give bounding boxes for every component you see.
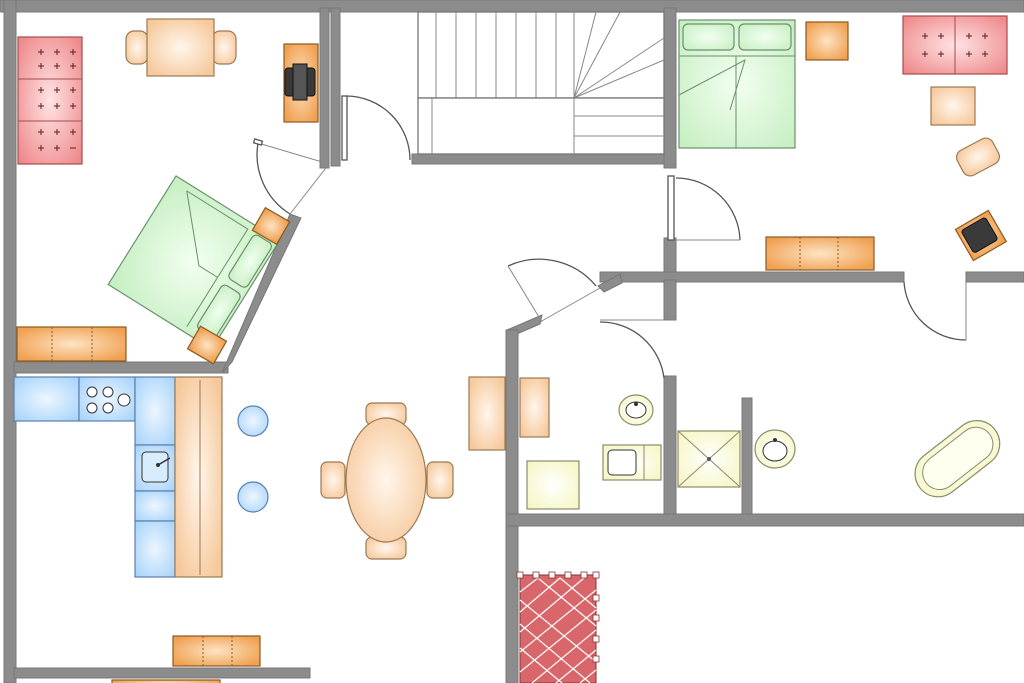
door-hall[interactable] (507, 258, 601, 323)
door-bedroom2[interactable] (667, 175, 741, 241)
kitchen-counter (134, 376, 176, 446)
bar-stool-icon (237, 405, 269, 437)
washing-machine-icon (526, 460, 580, 510)
wall-hall-right (505, 329, 519, 683)
kitchen-counter (134, 520, 176, 578)
door-swing-icon (903, 281, 967, 341)
wall-bath-bottom (505, 513, 1024, 527)
armchair-icon (468, 376, 550, 451)
wall-shower (741, 397, 753, 519)
staircase-icon (417, 11, 665, 155)
nightstand-icon (186, 206, 291, 365)
door-swing-icon (599, 321, 665, 379)
wall-bath-divider (663, 375, 677, 519)
wall-bedroom1-stairs (319, 7, 330, 169)
room-kitchen (13, 376, 269, 683)
telephone-icon (954, 209, 1008, 262)
door-swing-icon (675, 177, 741, 241)
stove-icon (78, 376, 136, 422)
kitchen-counter (13, 376, 80, 422)
outer-wall-top (0, 0, 1024, 13)
dining-table-icon (320, 402, 454, 560)
doors (252, 95, 967, 379)
door-bathroom1[interactable] (599, 319, 665, 379)
wall-stairs-right (663, 7, 677, 169)
bar-stool-icon (237, 481, 269, 513)
wall-bath-divider-top (663, 279, 677, 321)
door-swing-icon (507, 258, 597, 287)
door-bedroom1[interactable] (252, 138, 330, 215)
telephone-icon (284, 63, 316, 101)
sofa-icon (902, 15, 1008, 75)
washbasin-icon (754, 429, 796, 469)
washbasin-icon (618, 394, 654, 426)
wall-stairs-bottom (411, 153, 673, 165)
wall-bedroom2-bottom (599, 271, 905, 283)
shower-icon (677, 430, 741, 488)
toilet-icon (602, 444, 662, 481)
wall-bedroom1-diagonal (221, 213, 302, 374)
door-bathroom2[interactable] (903, 281, 967, 341)
kitchen-island (174, 376, 223, 578)
room-bedroom-2 (678, 15, 1008, 271)
armchair-icon (955, 137, 1001, 177)
bathtub-icon (914, 420, 1001, 498)
nightstand-icon (805, 21, 849, 61)
wall-kitchen-bottom (13, 667, 311, 679)
sofa-icon (17, 36, 83, 165)
cabinet-edge (111, 679, 221, 683)
wall-bedroom1-kitchen (13, 361, 229, 374)
door-stairs[interactable] (341, 95, 411, 161)
wall-hall-diagonal-b (597, 273, 623, 293)
double-bed-icon (107, 175, 281, 350)
dresser-icon (765, 236, 875, 271)
room-bathroom-2 (677, 420, 1001, 498)
side-table-icon (930, 86, 976, 126)
wall-stairs-left (330, 7, 341, 167)
fireplace-icon (516, 571, 600, 683)
outer-wall-left (3, 0, 17, 683)
kitchen-counter (134, 490, 176, 522)
sideboard-icon (172, 635, 261, 667)
double-bed-icon (678, 19, 796, 149)
room-bathroom-1 (526, 394, 662, 510)
table-with-chairs-icon (125, 18, 237, 77)
room-bedroom-1 (16, 18, 319, 365)
door-swing-icon (256, 142, 291, 215)
room-living-dining (320, 376, 550, 560)
wall-bedroom2-bottom-right (965, 271, 1024, 283)
sink-icon (134, 444, 176, 492)
door-swing-icon (345, 95, 411, 161)
dresser-icon (16, 326, 127, 362)
